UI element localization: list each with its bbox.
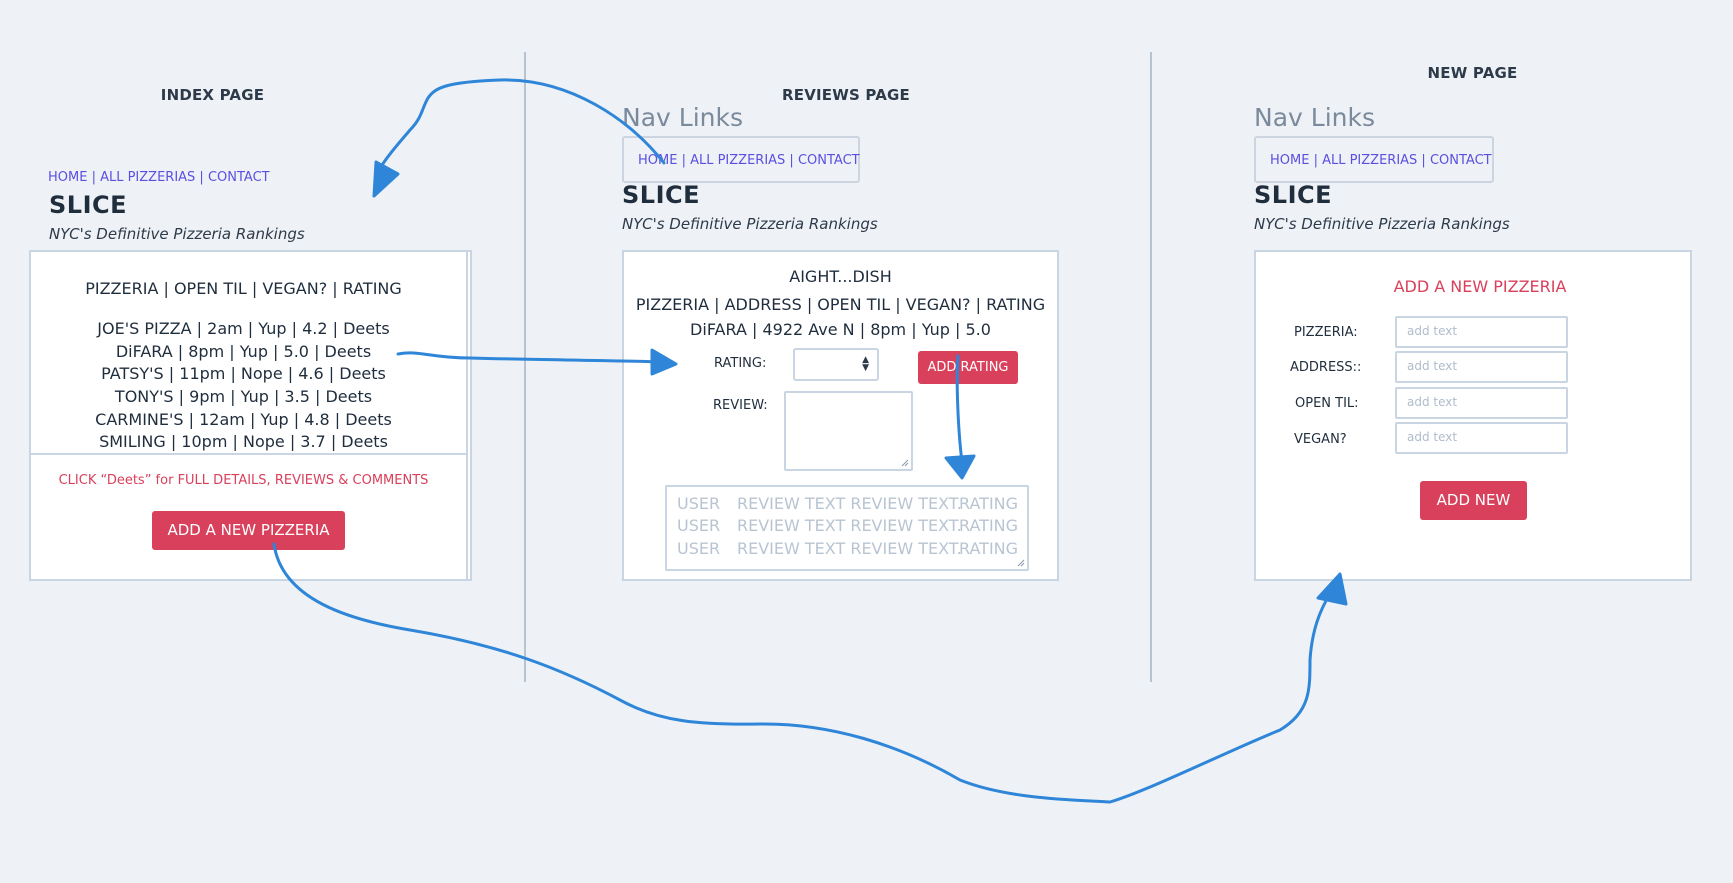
review-user: USER <box>677 494 721 513</box>
add-rating-button[interactable]: ADD RATING <box>918 351 1018 384</box>
card-section-divider <box>31 453 468 455</box>
review-rating: RATING <box>959 516 1019 535</box>
add-new-button[interactable]: ADD NEW <box>1420 481 1527 520</box>
rating-label: RATING: <box>714 356 767 371</box>
open-til-field-label: OPEN TIL: <box>1295 396 1359 411</box>
reviews-card-title: AIGHT...DISH <box>789 267 892 286</box>
reviews-detail-row: DiFARA | 4922 Ave N | 8pm | Yup | 5.0 <box>690 320 991 339</box>
open-til-input[interactable]: add text <box>1395 387 1568 419</box>
review-rating: RATING <box>959 539 1019 558</box>
arrow-reviews-nav-to-index <box>372 78 666 198</box>
vegan-input[interactable]: add text <box>1395 422 1568 454</box>
review-user: USER <box>677 516 721 535</box>
review-row: USER REVIEW TEXT REVIEW TEXT. RATING <box>677 539 1018 558</box>
index-brand-title: SLICE <box>49 191 128 219</box>
new-form-title: ADD A NEW PIZZERIA <box>1393 277 1567 296</box>
new-nav-links[interactable]: HOME | ALL PIZZERIAS | CONTACT <box>1270 153 1492 168</box>
column-divider-left <box>524 52 526 682</box>
address-field-label: ADDRESS:: <box>1290 360 1362 375</box>
pizzeria-field-label: PIZZERIA: <box>1294 325 1358 340</box>
select-arrows-icon: ▲▼ <box>862 355 869 373</box>
reviews-table-header: PIZZERIA | ADDRESS | OPEN TIL | VEGAN? |… <box>635 295 1046 314</box>
index-row-5[interactable]: CARMINE'S | 12am | Yup | 4.8 | Deets <box>95 410 392 429</box>
index-tagline: NYC's Definitive Pizzeria Rankings <box>49 225 305 243</box>
index-instruction-text: CLICK “Deets” for FULL DETAILS, REVIEWS … <box>58 473 429 488</box>
reviews-nav-heading: Nav Links <box>622 103 743 132</box>
review-textarea[interactable] <box>784 391 913 471</box>
review-label: REVIEW: <box>713 398 768 413</box>
add-new-pizzeria-button[interactable]: ADD A NEW PIZZERIA <box>152 511 345 550</box>
index-row-1[interactable]: JOE'S PIZZA | 2am | Yup | 4.2 | Deets <box>97 319 390 338</box>
resize-handle-icon <box>901 459 909 467</box>
index-row-4[interactable]: TONY'S | 9pm | Yup | 3.5 | Deets <box>114 387 373 406</box>
new-brand-title: SLICE <box>1254 181 1333 209</box>
reviews-tagline: NYC's Definitive Pizzeria Rankings <box>622 215 878 233</box>
new-pizzeria-card: ADD A NEW PIZZERIA PIZZERIA: add text AD… <box>1254 250 1692 581</box>
reviews-nav-box: HOME | ALL PIZZERIAS | CONTACT <box>622 136 860 183</box>
address-input[interactable]: add text <box>1395 351 1568 383</box>
index-pizzeria-card: PIZZERIA | OPEN TIL | VEGAN? | RATING JO… <box>29 250 472 581</box>
new-tagline: NYC's Definitive Pizzeria Rankings <box>1254 215 1510 233</box>
index-table-header: PIZZERIA | OPEN TIL | VEGAN? | RATING <box>85 279 402 298</box>
column-divider-right <box>1150 52 1152 682</box>
review-row: USER REVIEW TEXT REVIEW TEXT. RATING <box>677 516 1018 535</box>
arrow-add-pizzeria-to-new-page <box>272 542 1348 804</box>
reviews-list-box[interactable]: USER REVIEW TEXT REVIEW TEXT. RATING USE… <box>665 485 1029 571</box>
index-nav-links[interactable]: HOME | ALL PIZZERIAS | CONTACT <box>48 170 270 185</box>
card-inner-edge <box>466 252 468 579</box>
reviews-nav-links[interactable]: HOME | ALL PIZZERIAS | CONTACT <box>638 153 860 168</box>
reviews-brand-title: SLICE <box>622 181 701 209</box>
reviews-card: AIGHT...DISH PIZZERIA | ADDRESS | OPEN T… <box>622 250 1059 581</box>
index-page-title: INDEX PAGE <box>160 86 265 104</box>
review-rating: RATING <box>959 494 1019 513</box>
rating-select[interactable]: ▲▼ <box>793 348 879 381</box>
new-page-title: NEW PAGE <box>1427 64 1518 82</box>
index-row-6[interactable]: SMILING | 10pm | Nope | 3.7 | Deets <box>99 432 388 451</box>
review-text: REVIEW TEXT REVIEW TEXT. <box>737 494 962 513</box>
new-nav-box: HOME | ALL PIZZERIAS | CONTACT <box>1254 136 1494 183</box>
pizzeria-input[interactable]: add text <box>1395 316 1568 348</box>
review-row: USER REVIEW TEXT REVIEW TEXT. RATING <box>677 494 1018 513</box>
review-user: USER <box>677 539 721 558</box>
resize-handle-icon <box>1017 559 1025 567</box>
review-text: REVIEW TEXT REVIEW TEXT. <box>737 516 962 535</box>
review-text: REVIEW TEXT REVIEW TEXT. <box>737 539 962 558</box>
vegan-field-label: VEGAN? <box>1294 432 1347 447</box>
index-row-2[interactable]: DiFARA | 8pm | Yup | 5.0 | Deets <box>115 342 372 361</box>
new-nav-heading: Nav Links <box>1254 103 1375 132</box>
index-row-3[interactable]: PATSY'S | 11pm | Nope | 4.6 | Deets <box>101 364 386 383</box>
reviews-page-title: REVIEWS PAGE <box>782 86 910 104</box>
